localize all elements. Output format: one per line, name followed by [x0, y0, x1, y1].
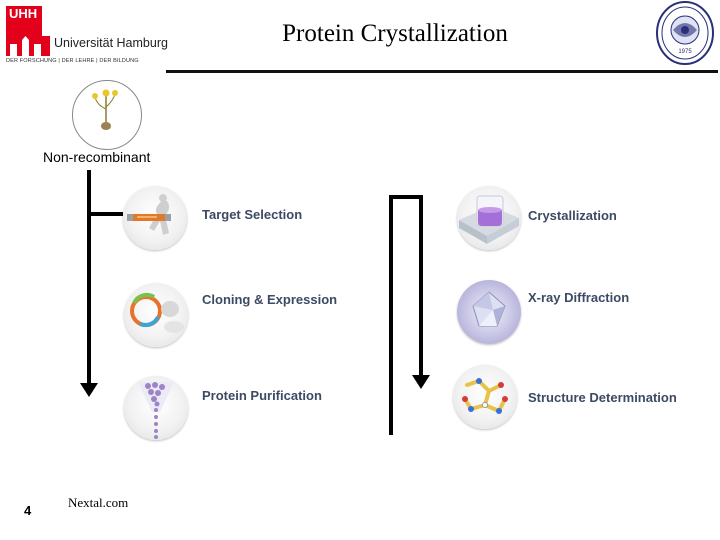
arrow-down-icon	[412, 375, 430, 389]
logo-mark: UHH	[6, 6, 42, 36]
step-tile-structure-determination	[453, 365, 517, 429]
step-label-crystallization: Crystallization	[528, 208, 617, 223]
header-divider	[166, 70, 718, 73]
target-selection-icon	[127, 194, 171, 235]
flow-line-mid	[389, 195, 393, 435]
step-label-cloning-expression: Cloning & Expression	[202, 292, 338, 307]
building-icon	[6, 36, 50, 56]
crystallization-tray-icon	[459, 195, 519, 244]
flow-line-left	[87, 170, 91, 386]
step-label-protein-purification: Protein Purification	[202, 388, 322, 403]
plasmid-icon	[130, 292, 184, 333]
step-label-target-selection: Target Selection	[202, 207, 303, 222]
source-credit: Nextal.com	[68, 495, 129, 510]
page-number: 4	[24, 503, 32, 518]
step-tile-protein-purification	[124, 376, 188, 440]
step-tile-xray-diffraction	[457, 280, 521, 344]
flow-branch-left	[87, 212, 123, 216]
step-tile-crystallization	[457, 186, 521, 250]
crystal-icon	[472, 291, 506, 327]
source-label: Non-recombinant	[43, 149, 151, 165]
flow-line-top	[389, 195, 423, 199]
university-name: Universität Hamburg	[54, 36, 168, 50]
university-seal-icon: 1975	[656, 1, 714, 65]
step-tile-cloning-expression	[124, 283, 188, 347]
plant-source-circle	[72, 80, 142, 150]
arrow-down-icon	[80, 383, 98, 397]
plant-icon	[92, 89, 118, 130]
university-tagline: DER FORSCHUNG | DER LEHRE | DER BILDUNG	[6, 58, 139, 64]
step-tile-target-selection	[123, 186, 187, 250]
step-label-xray-diffraction: X-ray Diffraction	[528, 290, 630, 305]
molecule-structure-icon	[462, 378, 508, 414]
step-label-structure-determination: Structure Determination	[528, 390, 677, 405]
funnel-icon	[138, 382, 174, 439]
university-logo: UHH Universität Hamburg DER FORSCHUNG | …	[6, 6, 168, 68]
seal-year: 1975	[678, 49, 692, 55]
page-title: Protein Crystallization	[282, 20, 508, 47]
flow-line-right	[419, 195, 423, 377]
